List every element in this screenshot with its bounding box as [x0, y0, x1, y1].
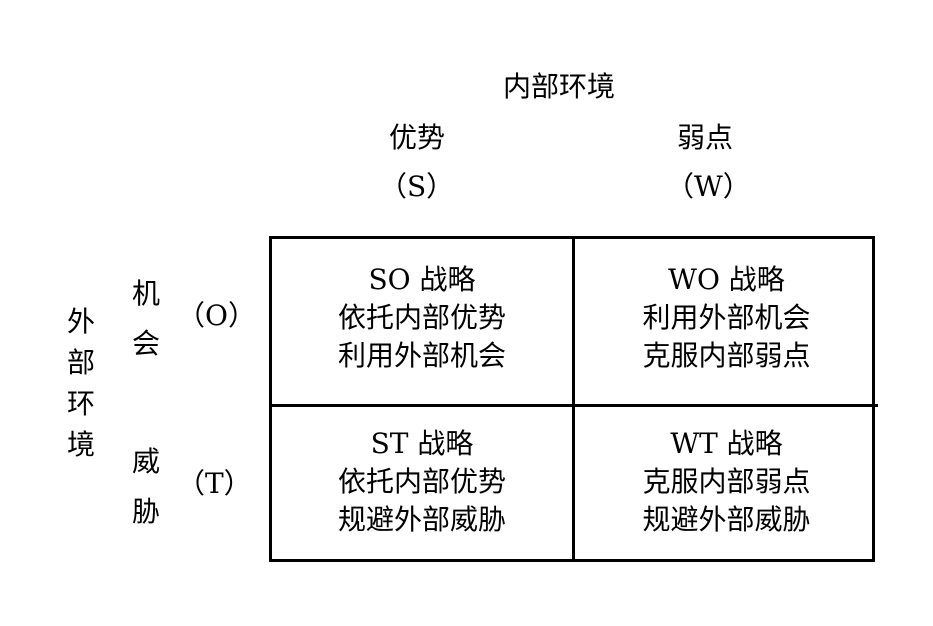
external-env-char: 外	[67, 305, 96, 338]
opportunities-code: （O）	[177, 299, 256, 332]
wt-strategy-line: 规避外部威胁	[642, 503, 811, 536]
wo-strategy-cell: WO 战略 利用外部机会 克服内部弱点	[575, 239, 878, 407]
wo-strategy-title: WO 战略	[668, 263, 785, 296]
external-env-char: 部	[67, 346, 96, 379]
strengths-label: 优势	[389, 121, 446, 154]
so-strategy-line: 依托内部优势	[337, 301, 506, 334]
opportunities-char: 会	[132, 327, 161, 360]
external-env-char: 环	[67, 387, 96, 420]
strengths-code: （S）	[379, 170, 455, 203]
st-strategy-title: ST 战略	[370, 427, 474, 460]
threats-char: 胁	[132, 495, 161, 528]
external-environment-label: 外 部 环 境	[67, 308, 95, 459]
opportunities-label: 机 会	[132, 280, 160, 358]
threats-char: 威	[132, 445, 161, 478]
weaknesses-code: （W）	[666, 170, 751, 203]
threats-code: （T）	[177, 467, 252, 500]
so-strategy-cell: SO 战略 依托内部优势 利用外部机会	[272, 239, 575, 407]
opportunities-char: 机	[132, 277, 161, 310]
wt-strategy-line: 克服内部弱点	[642, 465, 811, 498]
weaknesses-label: 弱点	[677, 121, 734, 154]
internal-environment-label: 内部环境	[503, 70, 616, 103]
external-env-char: 境	[67, 428, 96, 461]
threats-label: 威 胁	[132, 448, 160, 526]
st-strategy-cell: ST 战略 依托内部优势 规避外部威胁	[272, 407, 575, 562]
wo-strategy-line: 克服内部弱点	[642, 339, 811, 372]
so-strategy-title: SO 战略	[368, 263, 476, 296]
wo-strategy-line: 利用外部机会	[642, 301, 811, 334]
wt-strategy-cell: WT 战略 克服内部弱点 规避外部威胁	[575, 407, 878, 562]
so-strategy-line: 利用外部机会	[337, 339, 506, 372]
st-strategy-line: 依托内部优势	[337, 465, 506, 498]
swot-matrix: SO 战略 依托内部优势 利用外部机会 WO 战略 利用外部机会 克服内部弱点 …	[269, 236, 878, 562]
st-strategy-line: 规避外部威胁	[337, 503, 506, 536]
wt-strategy-title: WT 战略	[670, 427, 783, 460]
